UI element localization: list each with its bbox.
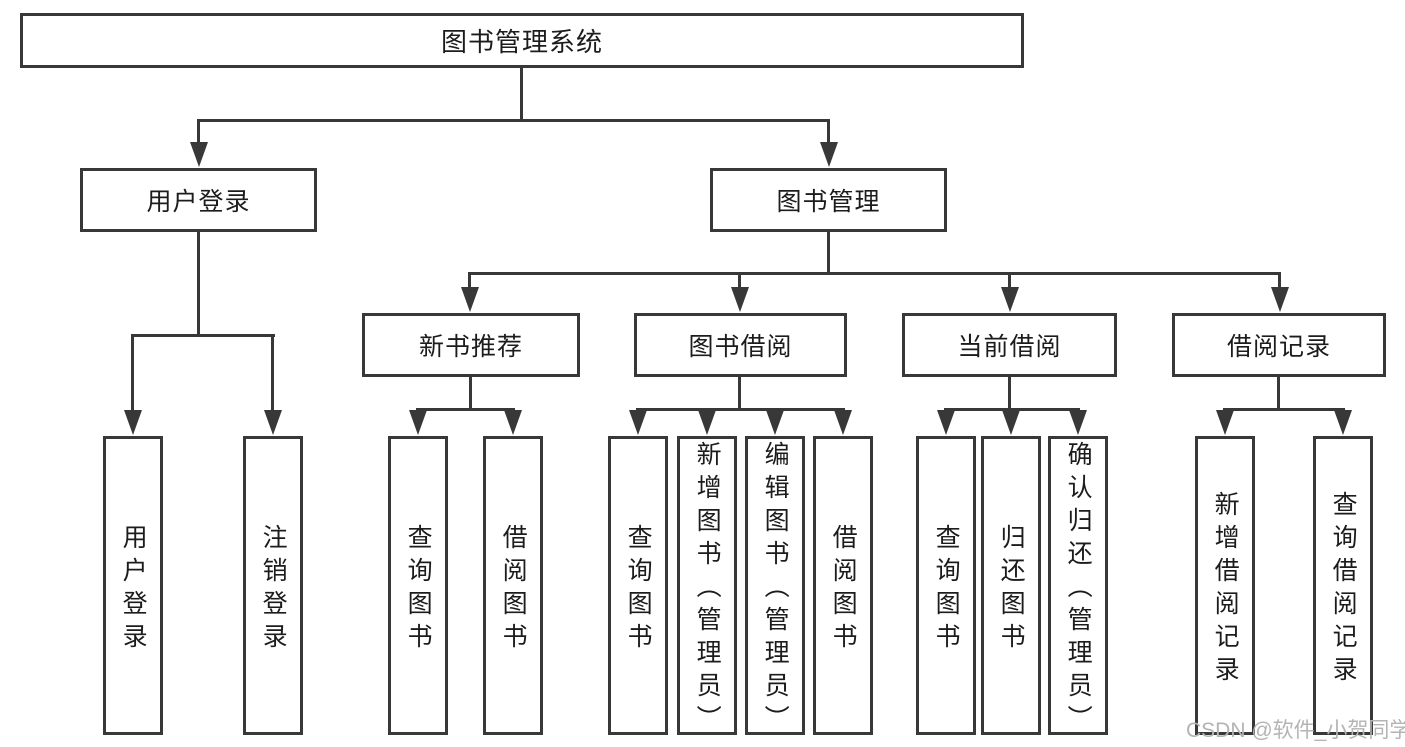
connector-branch [944, 408, 1080, 411]
node-label: 查询图书 [932, 523, 961, 656]
arrowhead-down-icon [937, 410, 955, 435]
node-label: 借阅图书 [499, 523, 528, 656]
leaf-query-books: 查询图书 [388, 436, 448, 735]
node-label: 注销登录 [259, 523, 288, 656]
node-book-management: 图书管理 [710, 168, 947, 232]
connector-stem [738, 377, 741, 411]
node-label: 查询借阅记录 [1329, 490, 1358, 689]
leaf-return-book: 归还图书 [981, 436, 1041, 735]
node-label: 查询图书 [404, 523, 433, 656]
leaf-add-borrow-record: 新增借阅记录 [1195, 436, 1255, 735]
arrowhead-down-icon [766, 410, 784, 435]
connector-branch [636, 408, 845, 411]
arrowhead-down-icon [1271, 287, 1289, 312]
connector-stem [468, 272, 471, 290]
node-label: 新书推荐 [418, 333, 523, 361]
connector-stem [197, 119, 200, 147]
arrowhead-down-icon [1334, 410, 1352, 435]
leaf-user-login: 用户登录 [103, 436, 163, 735]
leaf-query-books: 查询图书 [916, 436, 976, 735]
connector-stem [1008, 377, 1011, 411]
arrowhead-down-icon [264, 410, 282, 435]
node-label: 新增图书（管理员） [693, 441, 722, 738]
connector-stem [827, 232, 830, 275]
arrowhead-down-icon [698, 410, 716, 435]
arrowhead-down-icon [1216, 410, 1234, 435]
leaf-confirm-return-admin: 确认归还（管理员） [1048, 436, 1108, 738]
connector-stem [197, 232, 200, 337]
arrowhead-down-icon [190, 142, 208, 167]
connector-stem [827, 119, 830, 147]
leaf-query-borrow-record: 查询借阅记录 [1313, 436, 1373, 735]
node-label: 图书借阅 [688, 333, 793, 361]
node-label: 当前借阅 [957, 333, 1062, 361]
arrowhead-down-icon [124, 410, 142, 435]
connector-stem [1278, 272, 1281, 290]
node-label: 图书管理系统 [440, 27, 603, 57]
connector-root-branch [197, 119, 830, 122]
arrowhead-down-icon [1001, 287, 1019, 312]
arrowhead-down-icon [731, 287, 749, 312]
connector-root-stem [520, 68, 523, 120]
node-label: 确认归还（管理员） [1064, 441, 1093, 738]
node-label: 用户登录 [146, 188, 251, 216]
leaf-edit-book-admin: 编辑图书（管理员） [745, 436, 805, 738]
arrowhead-down-icon [1069, 410, 1087, 435]
leaf-add-book-admin: 新增图书（管理员） [677, 436, 737, 738]
node-label: 借阅图书 [829, 523, 858, 656]
arrowhead-down-icon [409, 410, 427, 435]
connector-branch [468, 272, 1281, 275]
node-label: 用户登录 [119, 523, 148, 656]
arrowhead-down-icon [504, 410, 522, 435]
node-borrowing-records: 借阅记录 [1172, 313, 1386, 377]
connector-branch [1223, 408, 1345, 411]
arrowhead-down-icon [820, 142, 838, 167]
connector-branch [131, 334, 275, 337]
node-label: 图书管理 [776, 188, 881, 216]
connector-stem [131, 334, 134, 414]
node-label: 查询图书 [624, 523, 653, 656]
node-label: 归还图书 [997, 523, 1026, 656]
node-label: 借阅记录 [1226, 333, 1331, 361]
connector-stem [1277, 377, 1280, 411]
connector-stem [271, 334, 274, 414]
leaf-borrow-books: 借阅图书 [483, 436, 543, 735]
arrowhead-down-icon [834, 410, 852, 435]
csdn-watermark: CSDN @软件_小贺同学 [1186, 719, 1405, 742]
arrowhead-down-icon [461, 287, 479, 312]
node-new-book-recommend: 新书推荐 [362, 313, 580, 377]
arrowhead-down-icon [1002, 410, 1020, 435]
node-library-system: 图书管理系统 [20, 13, 1024, 68]
node-book-borrowing: 图书借阅 [634, 313, 847, 377]
leaf-logout: 注销登录 [243, 436, 303, 735]
leaf-borrow-books: 借阅图书 [813, 436, 873, 735]
connector-stem [1008, 272, 1011, 290]
leaf-query-books: 查询图书 [608, 436, 668, 735]
node-current-borrowing: 当前借阅 [902, 313, 1117, 377]
connector-stem [469, 377, 472, 411]
node-user-login: 用户登录 [80, 168, 317, 232]
connector-branch [416, 408, 515, 411]
arrowhead-down-icon [629, 410, 647, 435]
connector-stem [738, 272, 741, 290]
node-label: 编辑图书（管理员） [761, 441, 790, 738]
node-label: 新增借阅记录 [1211, 490, 1240, 689]
